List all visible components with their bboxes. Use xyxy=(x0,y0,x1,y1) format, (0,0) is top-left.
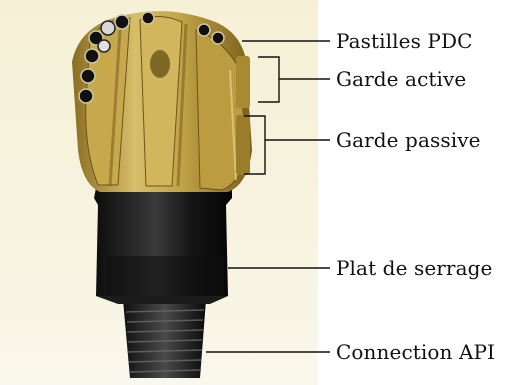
label-connection-api: Connection API xyxy=(336,340,495,364)
label-garde-passive: Garde passive xyxy=(336,128,481,152)
bracket-garde-active xyxy=(258,57,279,102)
connection-api-thread xyxy=(123,300,206,378)
label-garde-active: Garde active xyxy=(336,67,466,91)
garde-passive-pad xyxy=(236,115,250,175)
label-pastilles-pdc: Pastilles PDC xyxy=(336,29,473,53)
label-plat-de-serrage: Plat de serrage xyxy=(336,256,492,280)
garde-active-pad xyxy=(236,56,250,108)
shank-body xyxy=(94,178,232,304)
